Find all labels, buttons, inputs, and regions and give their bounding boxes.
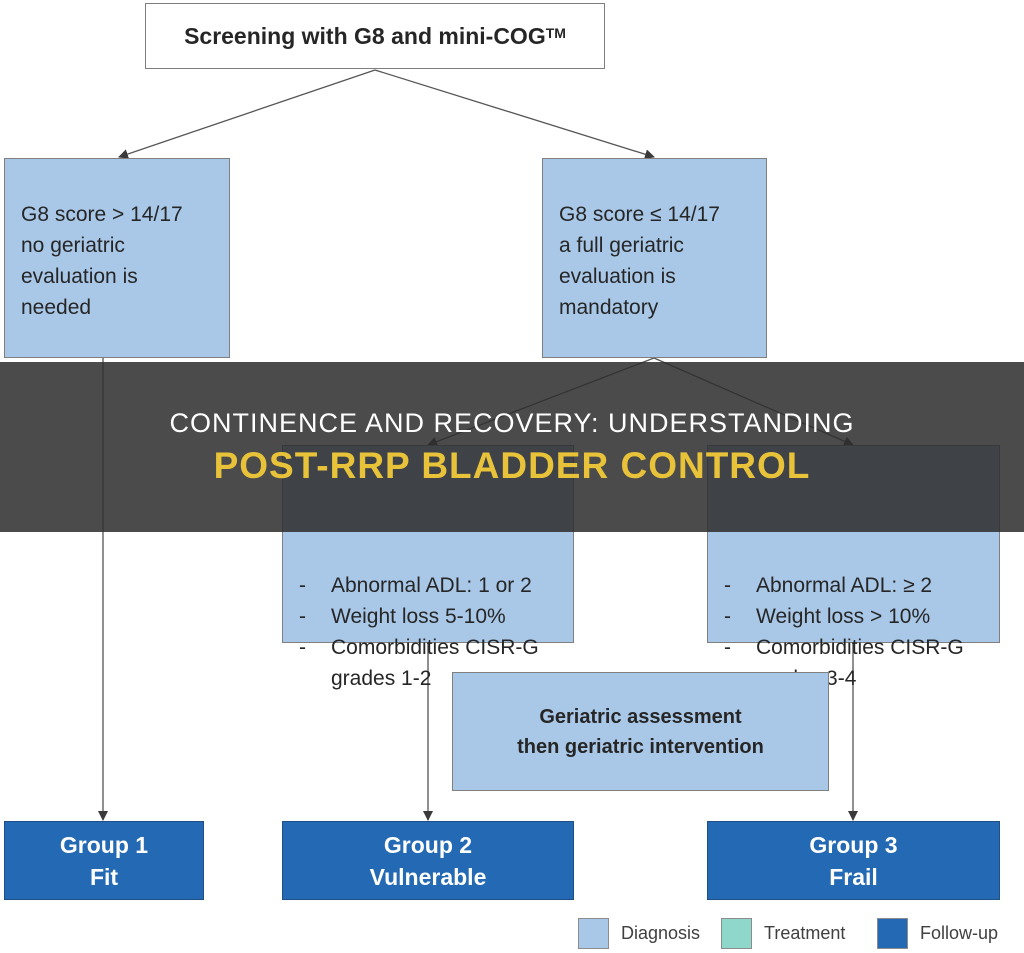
criteria-item: -Comorbidities CISR-G xyxy=(299,636,539,659)
trademark-sup: TM xyxy=(545,25,566,41)
banner-subtitle: CONTINENCE AND RECOVERY: UNDERSTANDING xyxy=(169,407,855,438)
group-1-box: Group 1 Fit xyxy=(4,821,204,900)
legend-swatch xyxy=(578,918,609,949)
legend-swatch xyxy=(877,918,908,949)
group-label: Frail xyxy=(829,863,878,890)
group-3-box: Group 3 Frail xyxy=(707,821,1000,900)
geriatric-assessment-box: Geriatric assessment then geriatric inte… xyxy=(452,672,829,791)
criteria-item: -Comorbidities CISR-G xyxy=(724,636,964,659)
group-label: Vulnerable xyxy=(369,863,487,890)
criteria-item: grades 1-2 xyxy=(331,667,432,690)
legend-label: Diagnosis xyxy=(621,923,701,943)
legend-treatment: Treatment xyxy=(721,918,845,949)
criteria-item: -Weight loss > 10% xyxy=(724,605,931,628)
criteria-line: G8 score > 14/17 xyxy=(21,203,183,226)
criteria-item: -Abnormal ADL: 1 or 2 xyxy=(299,574,532,597)
legend-swatch xyxy=(721,918,752,949)
criteria-item: -Weight loss 5-10% xyxy=(299,605,506,628)
criteria-line: evaluation is xyxy=(21,265,138,288)
criteria-item: -Abnormal ADL: ≥ 2 xyxy=(724,574,933,597)
legend-follow-up: Follow-up xyxy=(877,918,998,949)
criteria-line: no geriatric xyxy=(21,234,125,257)
legend-label: Follow-up xyxy=(920,923,999,943)
title-banner: CONTINENCE AND RECOVERY: UNDERSTANDING P… xyxy=(0,362,1024,532)
legend-diagnosis: Diagnosis xyxy=(578,918,700,949)
group-name: Group 1 xyxy=(59,831,149,858)
g8-low-score-box: G8 score ≤ 14/17 a full geriatric evalua… xyxy=(542,158,767,358)
vulnerable-criteria-box: -Abnormal ADL: 1 or 2 -Weight loss 5-10%… xyxy=(282,445,574,690)
g8-high-score-box: G8 score > 14/17 no geriatric evaluation… xyxy=(4,158,230,358)
arrow-top-to-left xyxy=(118,69,376,159)
group-label: Fit xyxy=(89,863,119,890)
criteria-line: needed xyxy=(21,296,92,319)
group-name: Group 3 xyxy=(809,831,898,858)
criteria-line: G8 score ≤ 14/17 xyxy=(559,203,720,226)
group-2-box: Group 2 Vulnerable xyxy=(282,821,574,900)
criteria-line: a full geriatric xyxy=(559,234,684,257)
group-name: Group 2 xyxy=(383,831,473,858)
criteria-line: evaluation is xyxy=(559,265,676,288)
assessment-line: then geriatric intervention xyxy=(517,735,764,758)
assessment-line: Geriatric assessment xyxy=(539,705,742,728)
legend-label: Treatment xyxy=(764,923,846,943)
screening-title: Screening with G8 and mini-COG xyxy=(184,22,546,49)
criteria-line: mandatory xyxy=(559,296,659,319)
banner-title: POST-RRP BLADDER CONTROL xyxy=(213,444,811,486)
arrow-top-to-right xyxy=(374,69,655,160)
